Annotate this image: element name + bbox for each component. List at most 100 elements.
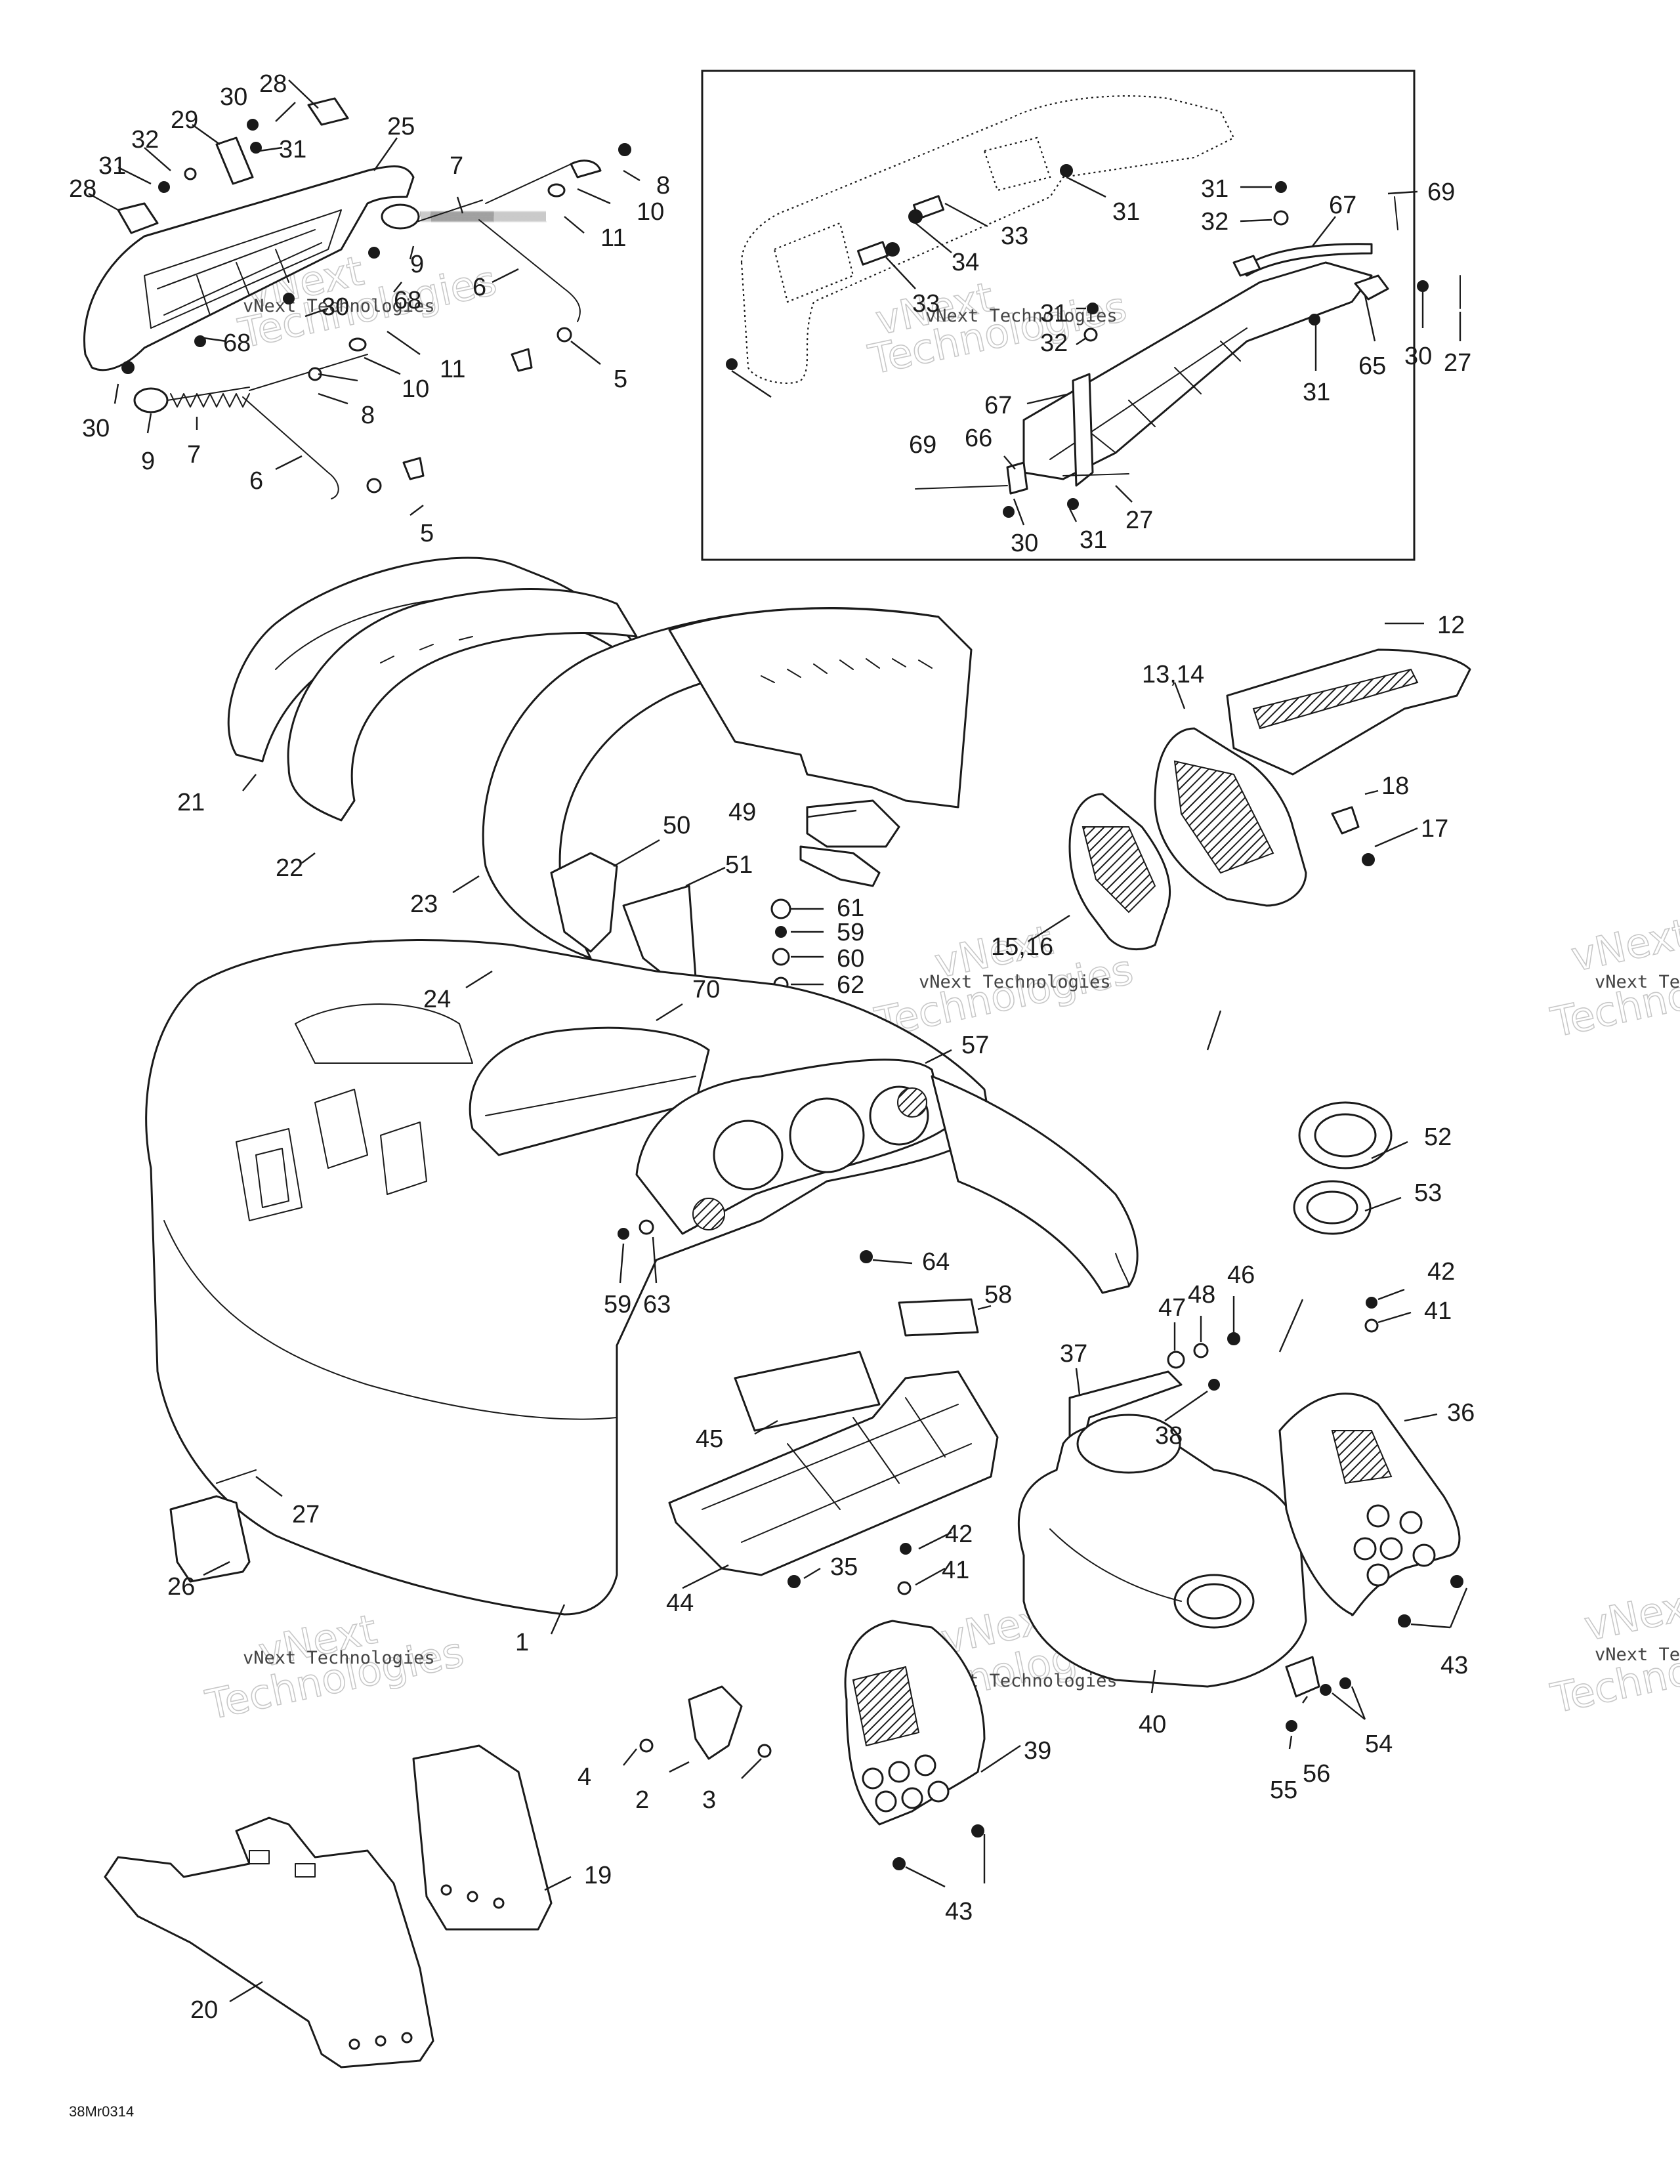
- clip-26: [169, 1495, 251, 1583]
- leader: [409, 245, 415, 260]
- leader: [623, 169, 640, 182]
- rivet-27: [216, 1469, 257, 1484]
- leader: [885, 257, 916, 289]
- callout-3: 3: [702, 1786, 716, 1814]
- mudflap-20-hole: [375, 2035, 387, 2047]
- nut-31: [250, 142, 262, 154]
- cap-61: [770, 898, 791, 919]
- nut-31: [1087, 303, 1099, 314]
- gauge: [713, 1120, 784, 1190]
- nut-8: [618, 143, 631, 156]
- callout-29: 29: [171, 106, 198, 134]
- fender-36-hole: [1366, 1563, 1390, 1587]
- spring-7: [419, 211, 547, 222]
- leader: [1377, 1311, 1412, 1324]
- cap-28: [117, 202, 159, 234]
- nut-55: [1286, 1720, 1297, 1732]
- leader: [741, 1758, 762, 1779]
- callout-52: 52: [1424, 1124, 1452, 1151]
- callout-62: 62: [837, 971, 864, 999]
- callout-67: 67: [984, 392, 1012, 419]
- drawing-code: 38Mr0314: [69, 2103, 134, 2120]
- callout-30: 30: [1011, 530, 1038, 557]
- callout-42: 42: [945, 1521, 973, 1548]
- leader: [1364, 295, 1376, 342]
- windshield-slots: [761, 658, 933, 683]
- top-handle-assembly: [83, 97, 631, 499]
- screw-5: [402, 457, 425, 480]
- leader: [544, 1876, 572, 1891]
- leader: [452, 875, 480, 894]
- mudflap-20-hole: [348, 2038, 360, 2050]
- watermark-text: vNext: [1580, 1579, 1680, 1650]
- cable-6: [478, 219, 581, 322]
- strip-51: [799, 845, 881, 887]
- leader: [1115, 485, 1133, 503]
- rivet-43: [1398, 1614, 1411, 1628]
- callout-47: 47: [1158, 1294, 1186, 1322]
- leader: [393, 282, 402, 293]
- pad-45: [734, 1351, 881, 1432]
- callout-8: 8: [656, 172, 670, 200]
- ghost-bracket: [740, 95, 1235, 384]
- callout-11: 11: [600, 224, 626, 252]
- callout-2: 2: [635, 1786, 649, 1814]
- leader: [1374, 827, 1418, 848]
- screw-30: [121, 361, 135, 374]
- bracket-2: [688, 1685, 743, 1760]
- watermark-text: vNext Technologies: [1595, 972, 1680, 992]
- hinge-56: [1285, 1656, 1320, 1698]
- callout-27: 27: [1444, 349, 1471, 377]
- fender-39-hole: [875, 1790, 897, 1813]
- callout-4: 4: [578, 1763, 591, 1791]
- hood-1-louver: [236, 1128, 303, 1221]
- fender-36-hole: [1366, 1504, 1390, 1528]
- callout-9: 9: [141, 448, 155, 475]
- leader: [754, 1419, 778, 1435]
- leader: [146, 413, 152, 434]
- panel-22: [287, 588, 638, 822]
- fender-36-hole: [1353, 1537, 1377, 1561]
- flap-19-hole: [440, 1884, 452, 1896]
- foam-58: [898, 1298, 979, 1337]
- nut-31: [726, 358, 738, 370]
- callout-31: 31: [1040, 300, 1068, 327]
- leader: [1150, 1670, 1156, 1694]
- callout-43: 43: [945, 1898, 973, 1925]
- washer-32: [1273, 210, 1289, 226]
- leader: [364, 356, 401, 375]
- grommet-63: [639, 1219, 654, 1235]
- callout-10: 10: [637, 198, 664, 226]
- washer-41: [1364, 1318, 1379, 1333]
- leader: [301, 852, 316, 864]
- spring-ring-9: [381, 203, 420, 230]
- leader: [373, 137, 398, 171]
- rivet-43: [892, 1857, 906, 1870]
- leader: [465, 970, 493, 989]
- callout-45: 45: [696, 1425, 723, 1453]
- bolt-34: [908, 209, 923, 224]
- leader: [619, 1243, 625, 1284]
- screw-68: [194, 335, 206, 347]
- callout-1: 1: [515, 1629, 529, 1656]
- callout-32: 32: [1040, 329, 1068, 357]
- washer-32: [1083, 327, 1098, 342]
- leader: [1371, 1141, 1408, 1160]
- leader: [685, 866, 726, 887]
- grip-bar: [1239, 243, 1373, 277]
- mudflap-20-slot: [249, 1850, 270, 1864]
- grommet-11: [348, 337, 367, 352]
- callout-33: 33: [1001, 222, 1028, 250]
- washer-48: [1193, 1343, 1209, 1358]
- bracket-29: [215, 136, 254, 185]
- leader: [259, 146, 283, 152]
- callout-25: 25: [387, 113, 415, 140]
- screw-30: [247, 119, 259, 131]
- callout-41: 41: [942, 1557, 969, 1584]
- hood-1-louver-inner: [255, 1148, 289, 1208]
- leader: [456, 196, 464, 214]
- callout-65: 65: [1358, 352, 1386, 380]
- spacer-33: [856, 241, 889, 266]
- callout-68: 68: [394, 287, 421, 314]
- callout-6: 6: [472, 274, 486, 301]
